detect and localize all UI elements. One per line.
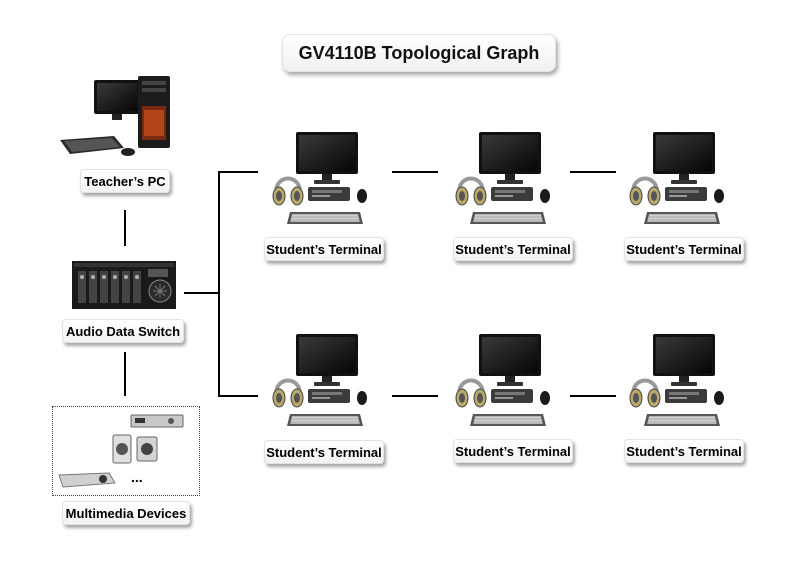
student-terminal-icon bbox=[454, 334, 552, 428]
connector-switch-multimedia bbox=[124, 352, 126, 396]
student-terminal-icon bbox=[628, 334, 726, 428]
teacher-pc-label: Teacher’s PC bbox=[80, 169, 170, 193]
student-terminal-label: Student’s Terminal bbox=[264, 237, 384, 261]
student-terminal-icon bbox=[628, 132, 726, 226]
student-terminal-label: Student’s Terminal bbox=[453, 439, 573, 463]
diagram-title: GV4110B Topological Graph bbox=[282, 34, 556, 72]
connector-row2-a bbox=[392, 395, 438, 397]
connector-row1-b bbox=[570, 171, 616, 173]
student-terminal-icon bbox=[271, 334, 369, 428]
student-terminal-label: Student’s Terminal bbox=[453, 237, 573, 261]
connector-row2-b bbox=[570, 395, 616, 397]
connector-row1-a bbox=[392, 171, 438, 173]
student-terminal-icon bbox=[271, 132, 369, 226]
connector-row2-branch bbox=[218, 395, 258, 397]
student-terminal-icon bbox=[454, 132, 552, 226]
multimedia-devices-label: Multimedia Devices bbox=[62, 501, 190, 525]
student-terminal-label: Student’s Terminal bbox=[624, 237, 744, 261]
multimedia-devices-box: ... bbox=[52, 406, 200, 496]
connector-pc-switch bbox=[124, 210, 126, 246]
more-devices-ellipsis: ... bbox=[131, 469, 143, 485]
connector-trunk-vertical bbox=[218, 171, 220, 397]
student-terminal-label: Student’s Terminal bbox=[624, 439, 744, 463]
connector-switch-trunk bbox=[184, 292, 220, 294]
multimedia-devices-icon bbox=[58, 414, 184, 488]
desktop-pc-icon bbox=[60, 76, 170, 156]
audio-switch-label: Audio Data Switch bbox=[62, 319, 184, 343]
student-terminal-label: Student’s Terminal bbox=[264, 440, 384, 464]
connector-row1-branch bbox=[218, 171, 258, 173]
switch-rack-icon bbox=[72, 261, 176, 309]
